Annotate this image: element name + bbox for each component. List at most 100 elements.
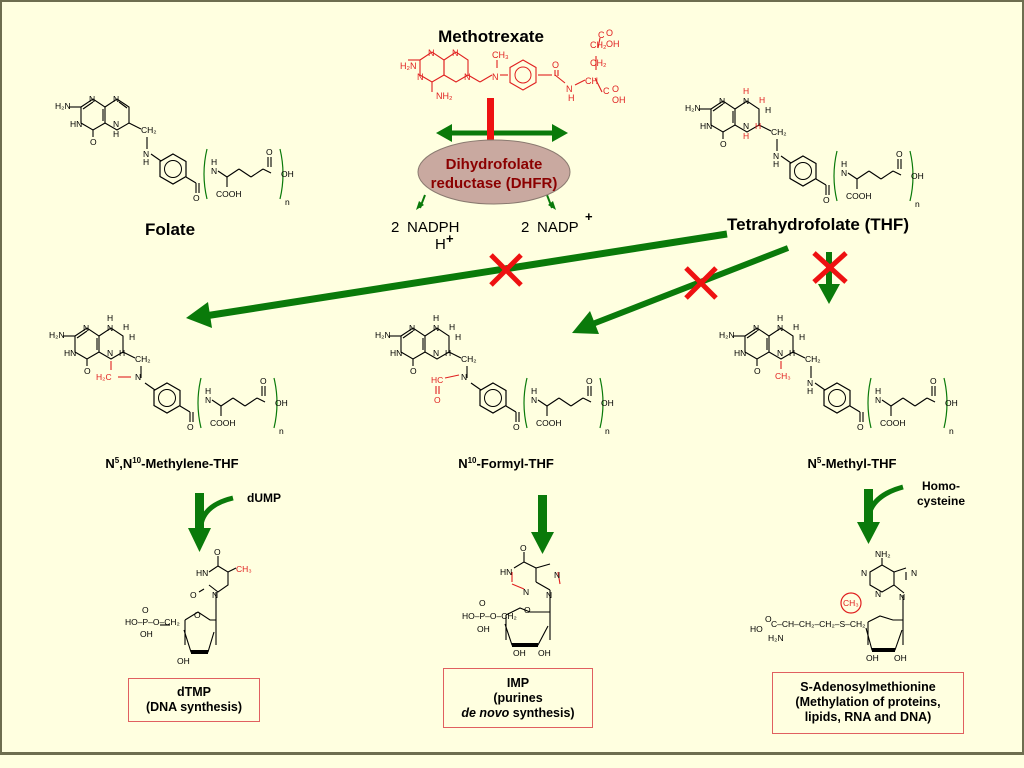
blocked-x-icon: [812, 251, 848, 284]
atom-label: HN: [70, 119, 82, 129]
atom-label: N: [911, 568, 917, 578]
sam-role-line2: lipids, RNA and DNA): [804, 710, 932, 724]
atom-label: N: [554, 570, 560, 580]
atom-label: CH₂: [141, 125, 157, 135]
atom-label: O: [524, 605, 531, 615]
atom-label: OH: [866, 653, 879, 663]
methotrexate-title: Methotrexate: [438, 27, 544, 46]
sam-title: S-Adenosylmethionine: [800, 680, 936, 694]
atom-label: N: [433, 348, 439, 358]
blocked-x-icon: [684, 266, 718, 300]
atom-label: N: [743, 121, 749, 131]
atom-label: OH: [140, 629, 153, 639]
atom-label: O: [520, 543, 527, 553]
methyl-donor-highlight: [840, 592, 862, 614]
hydrogen-label: H: [759, 95, 765, 105]
dtmp-role: (DNA synthesis): [145, 700, 243, 714]
formyl-oxygen-label: O: [434, 395, 441, 405]
atom-label: N: [113, 94, 119, 104]
phosphate-label: HO–P–O–CH₂: [462, 611, 517, 621]
atom-label: H: [841, 159, 847, 169]
atom-label: OH: [538, 648, 551, 658]
atom-label: HN: [64, 348, 76, 358]
atom-label: OH: [281, 169, 294, 179]
sam-product-box: S-Adenosylmethionine (Methylation of pro…: [772, 672, 964, 734]
atom-label: N: [107, 348, 113, 358]
atom-label: N: [107, 323, 113, 333]
atom-label: O: [513, 422, 520, 432]
thf-label: Tetrahydrofolate (THF): [727, 215, 909, 234]
nadp-label: NADP: [537, 219, 579, 236]
atom-label: O: [896, 149, 903, 159]
nadph-label: NADPH: [407, 219, 460, 236]
atom-label: H₂N: [768, 633, 784, 643]
atom-label: n: [605, 426, 610, 436]
atom-label: O: [857, 422, 864, 432]
atom-label: H: [799, 332, 805, 342]
atom-label: H₂N: [49, 330, 65, 340]
atom-label: H: [531, 386, 537, 396]
atom-label: N: [875, 589, 881, 599]
atom-label: N: [531, 395, 537, 405]
atom-label: CH₂: [590, 58, 607, 68]
imp-structure: O HN N N N HO–P–O–CH₂ O OH O OH OH: [462, 543, 561, 658]
methylene-bridge-label: H₂C: [96, 372, 112, 382]
formyl-group-label: HC: [431, 375, 443, 385]
atom-label: OH: [275, 398, 288, 408]
atom-label: OH: [894, 653, 907, 663]
atom-label: O: [266, 147, 273, 157]
hydrogen-label: H: [107, 313, 113, 323]
atom-label: N: [546, 590, 552, 600]
atom-label: C: [603, 86, 610, 96]
methyl-thf-label: N5-Methyl-THF: [808, 456, 897, 471]
atom-label: HN: [500, 567, 512, 577]
atom-label: N: [143, 149, 149, 159]
atom-label: N: [113, 119, 119, 129]
atom-label: N: [777, 348, 783, 358]
atom-label: N: [743, 96, 749, 106]
atom-label: O: [586, 376, 593, 386]
atom-label: N: [464, 72, 471, 82]
hydrogen-label: H: [793, 322, 799, 332]
atom-label: HN: [196, 568, 208, 578]
atom-label: O: [765, 614, 772, 624]
atom-label: H: [568, 93, 575, 103]
atom-label: N: [861, 568, 867, 578]
atom-label: OH: [911, 171, 924, 181]
atom-label: O: [194, 610, 201, 620]
atom-label: O: [479, 598, 486, 608]
dtmp-title: dTMP: [176, 685, 212, 699]
atom-label: H: [773, 159, 779, 169]
atom-label: HN: [700, 121, 712, 131]
atom-label: O: [190, 590, 197, 600]
atom-label: n: [279, 426, 284, 436]
atom-label: CH₂: [805, 354, 821, 364]
atom-label: N: [409, 323, 415, 333]
hydrogen-label: H: [113, 129, 119, 139]
hydrogen-label: H: [743, 131, 749, 141]
atom-label: H: [143, 157, 149, 167]
atom-label: n: [949, 426, 954, 436]
atom-label: OH: [606, 39, 620, 49]
atom-label: N: [417, 72, 424, 82]
atom-label: CH₂: [135, 354, 151, 364]
atom-label: NH₂: [875, 549, 891, 559]
atom-label: N: [841, 168, 847, 178]
homocysteine-label-line1: Homo-: [922, 479, 960, 493]
hydrogen-label: H: [123, 322, 129, 332]
atom-label: N: [719, 96, 725, 106]
atom-label: COOH: [880, 418, 906, 428]
atom-label: CH₂: [771, 127, 787, 137]
atom-label: O: [552, 60, 559, 70]
atom-label: N: [807, 378, 813, 388]
methyl-group-label: CH₃: [236, 564, 252, 574]
atom-label: O: [142, 605, 149, 615]
atom-label: O: [612, 84, 619, 94]
atom-label: O: [720, 139, 727, 149]
proton-charge: +: [446, 231, 454, 246]
atom-label: H: [765, 105, 771, 115]
